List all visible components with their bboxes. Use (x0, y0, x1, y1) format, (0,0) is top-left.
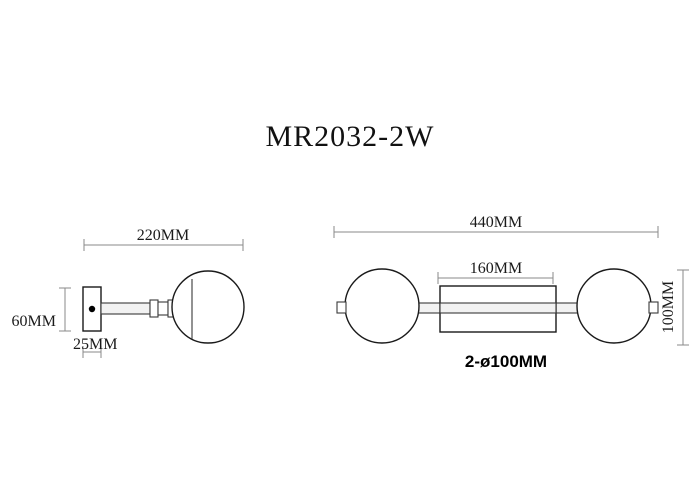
front-view-group: 440MM 160MM 100MM (333, 214, 689, 371)
globe-right-end-cap (648, 301, 659, 314)
center-body-bar-overlay (439, 302, 557, 314)
side-height-label: 60MM (12, 313, 56, 330)
side-depth-label: 25MM (73, 336, 117, 353)
front-body-width-dimension: 160MM (437, 260, 554, 284)
globe-shade (171, 270, 245, 344)
globe-right (576, 268, 652, 344)
arm-collar-inner (149, 299, 159, 318)
side-height-dimension: 60MM (12, 287, 71, 332)
front-height-label: 100MM (660, 281, 677, 333)
wall-plate-center-dot (88, 305, 96, 313)
side-depth-dimension: 25MM (73, 336, 117, 358)
side-view-group: 220MM 60MM 25MM (12, 227, 245, 358)
side-width-dimension: 220MM (83, 227, 244, 251)
globe-diameter-note: 2-ø100MM (465, 352, 547, 371)
side-width-label: 220MM (137, 227, 189, 244)
page-title: MR2032-2W (266, 120, 435, 153)
front-body-width-label: 160MM (470, 260, 522, 277)
front-overall-width-dimension: 440MM (333, 214, 659, 238)
arm-collar-outer (157, 301, 169, 316)
arm-tube (100, 302, 151, 315)
globe-left (344, 268, 420, 344)
globe-left-end-cap (336, 301, 347, 314)
front-height-dimension: 100MM (660, 269, 689, 346)
front-overall-width-label: 440MM (470, 214, 522, 231)
